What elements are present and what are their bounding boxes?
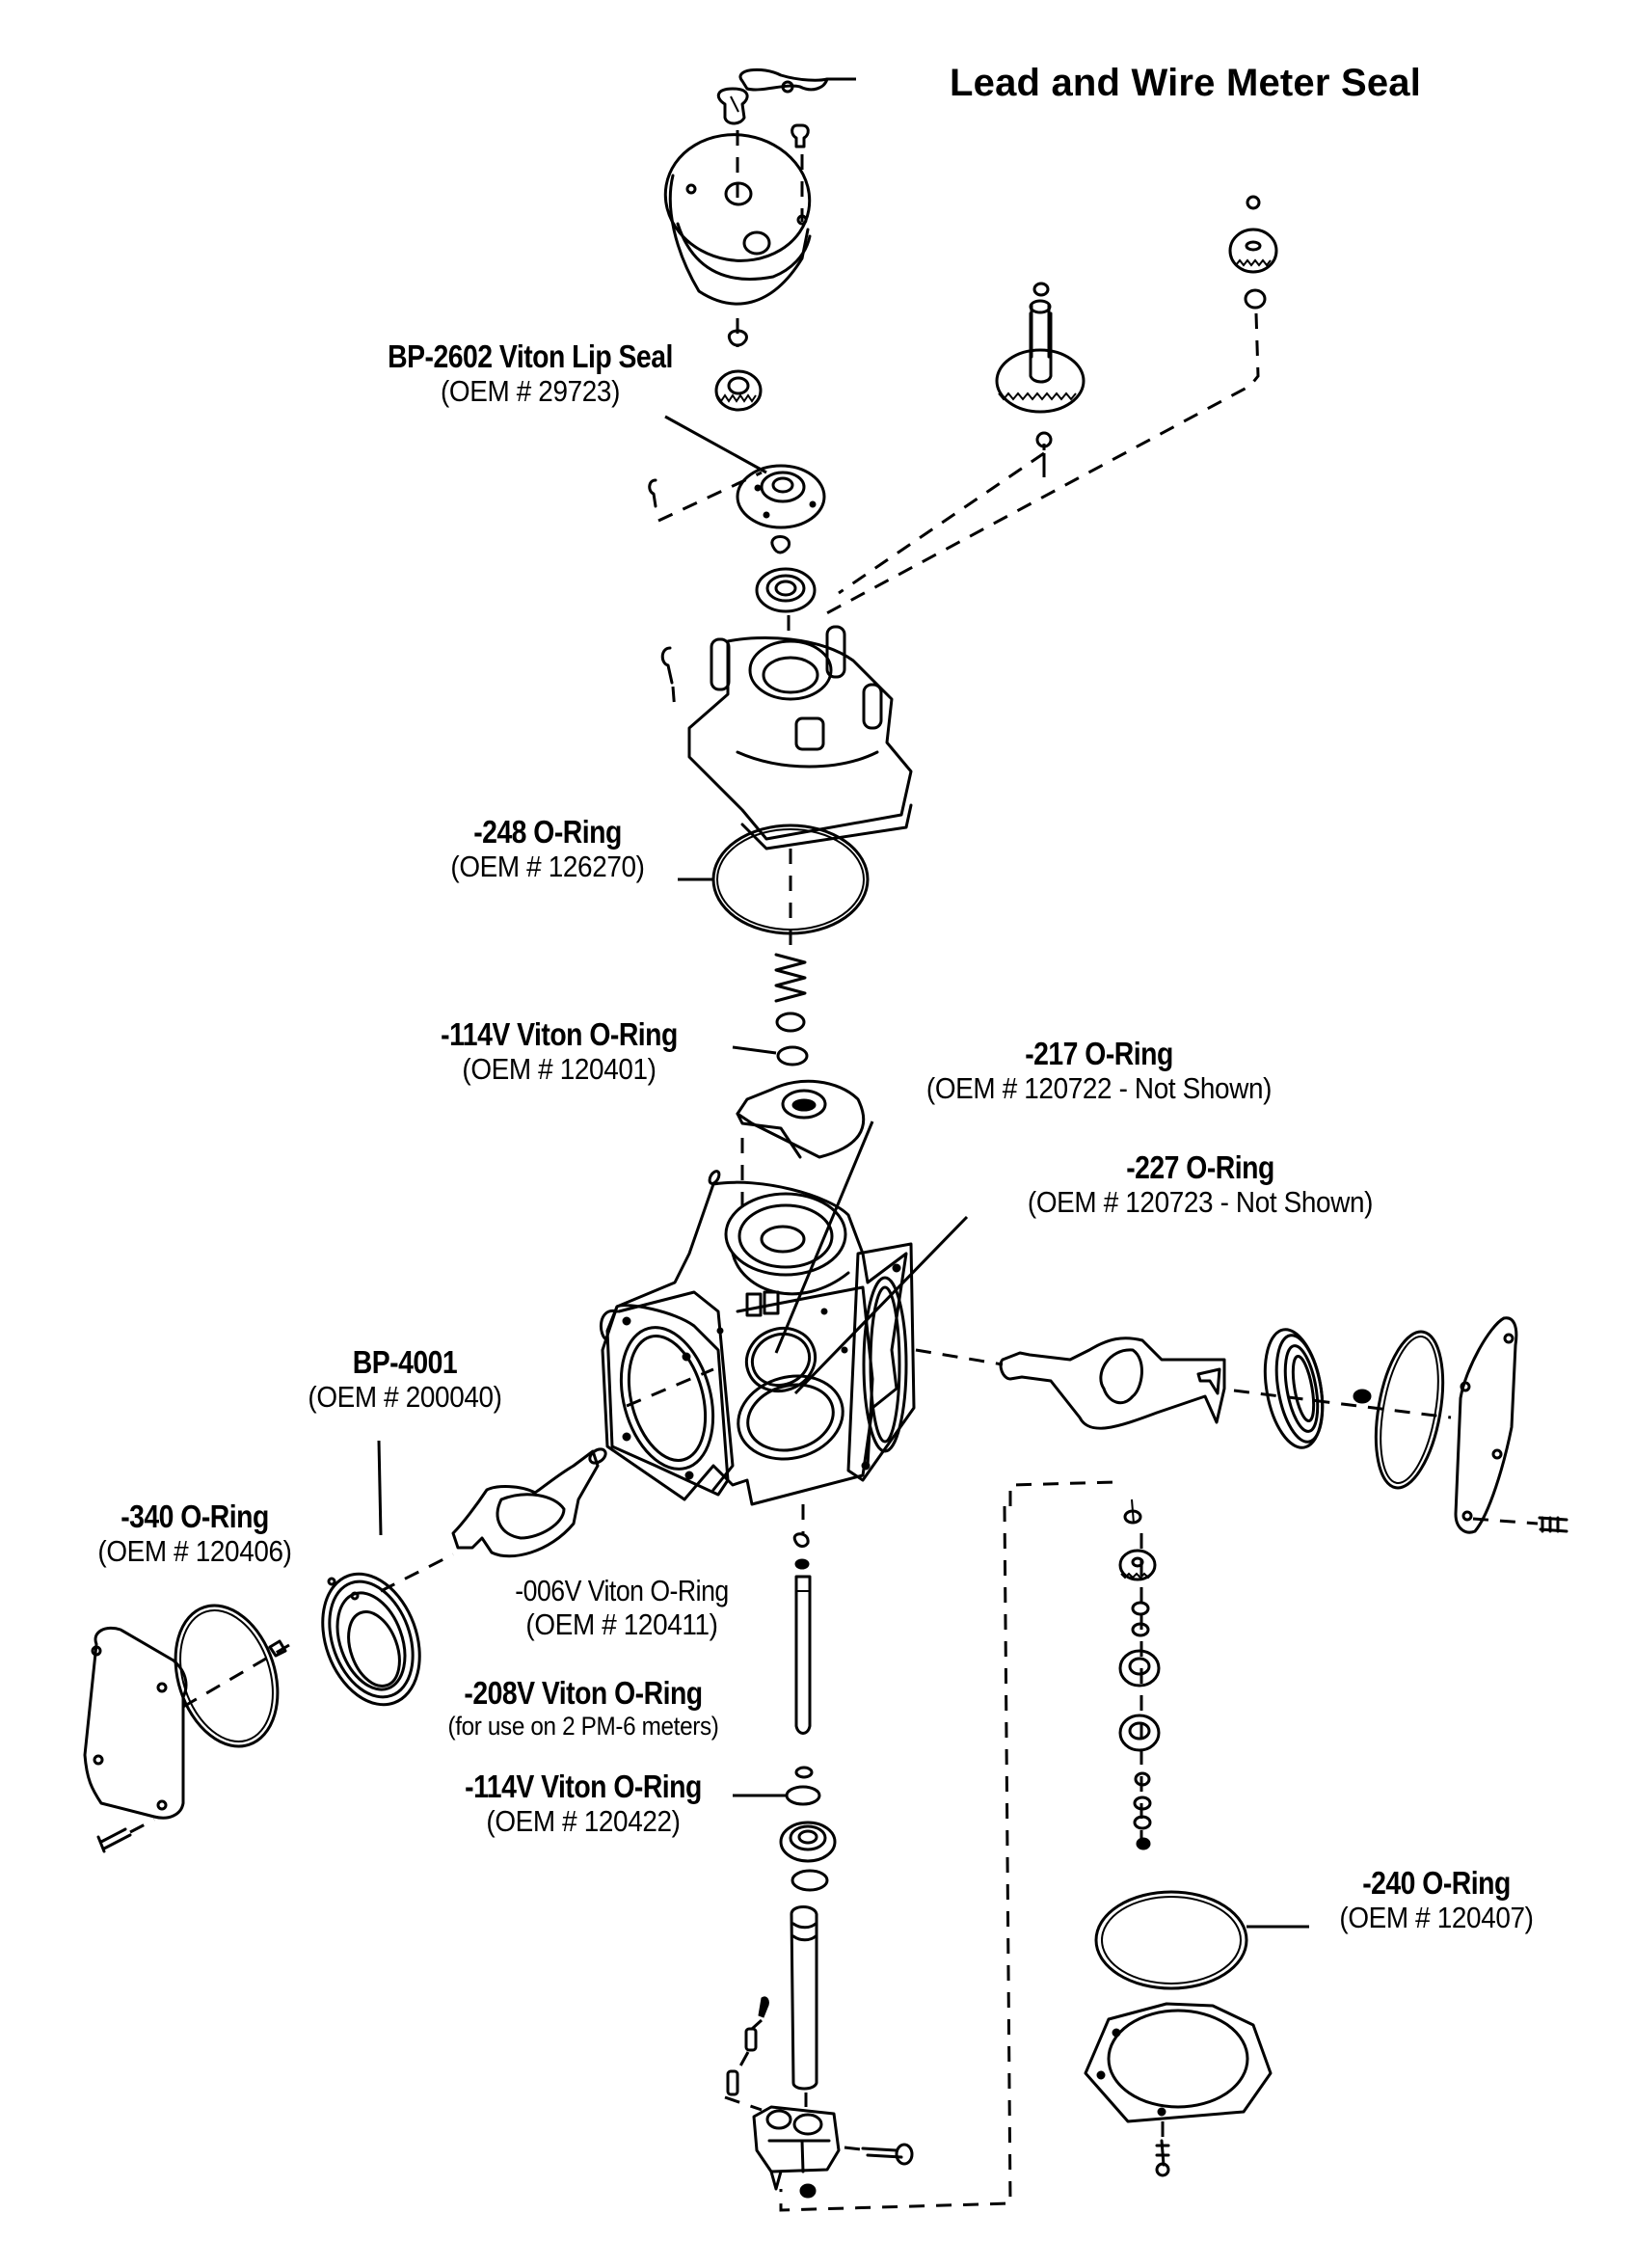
oring-208v-note: (for use on 2 PM-6 meters) [447, 1711, 719, 1741]
oring-114v-top-callout: -114V Viton O-Ring (OEM # 120401) [400, 1016, 718, 1087]
oring-248-callout: -248 O-Ring (OEM # 126270) [413, 814, 683, 884]
pin-part [708, 1170, 721, 1185]
oring-240-title: -240 O-Ring [1362, 1865, 1511, 1901]
snap-ring-part [770, 535, 791, 554]
oring-114v-bottom-oem: (OEM # 120422) [486, 1803, 681, 1838]
right-diaphragm-part [1263, 1328, 1325, 1449]
lead-wire-seal-label: Lead and Wire Meter Seal [950, 62, 1422, 104]
washer-part [794, 1558, 810, 1570]
oring-248-title: -248 O-Ring [473, 814, 622, 850]
washer-part [791, 1869, 829, 1892]
screw-part [1353, 1389, 1372, 1404]
drive-screw-part [861, 2143, 914, 2166]
axis-line [182, 1643, 290, 1709]
oring-114v-top-leader [732, 1045, 777, 1055]
small-gear-part [714, 369, 763, 412]
lip-seal-oem: (OEM # 29723) [440, 373, 621, 408]
screw-part [268, 1639, 287, 1658]
oring-114v-bottom-part [785, 1785, 821, 1806]
axis-line [818, 312, 1260, 619]
oring-208v-callout: -208V Viton O-Ring (for use on 2 PM-6 me… [400, 1675, 766, 1741]
oring-006v-callout: -006V Viton O-Ring (OEM # 120411) [463, 1574, 781, 1641]
lip-seal-callout: BP-2602 Viton Lip Seal (OEM # 29723) [337, 338, 723, 409]
knurled-cap-part [716, 87, 749, 125]
screw-part [1538, 1516, 1568, 1533]
axis-line [671, 686, 677, 713]
register-cover-part [663, 133, 812, 306]
axis-line [1233, 1389, 1539, 1526]
oring-114v-bottom-title: -114V Viton O-Ring [465, 1768, 702, 1804]
axis-line [657, 471, 763, 523]
gear-train-routing-line [779, 1480, 1117, 2212]
oring-114v-top-part [776, 1045, 809, 1066]
left-linkage-part [451, 1447, 607, 1558]
oring-208v-part [794, 1766, 814, 1779]
oring-114v-top-oem: (OEM # 120401) [462, 1051, 657, 1086]
lower-bearing-part [779, 1821, 837, 1863]
right-linkage-part [999, 1336, 1226, 1430]
oring-240-oem: (OEM # 120407) [1339, 1900, 1534, 1934]
lip-seal-leader [664, 415, 767, 474]
oring-340-callout: -340 O-Ring (OEM # 120406) [60, 1498, 330, 1569]
oring-217-oem: (OEM # 120722 - Not Shown) [925, 1070, 1273, 1105]
oring-006v-oem: (OEM # 120411) [525, 1606, 718, 1641]
screw-part [660, 646, 674, 685]
washer-part [775, 1012, 806, 1033]
screw-part [648, 478, 657, 508]
bearing-part [755, 567, 817, 613]
axis-line [129, 1818, 155, 1834]
screw-part [1155, 2139, 1170, 2177]
right-gear-stack-part [1118, 1498, 1161, 1850]
oring-217-leader [774, 1120, 874, 1354]
oring-240-part [1094, 1890, 1248, 1990]
screw-part [791, 123, 810, 148]
drive-shaft-part [794, 1575, 812, 1735]
cam-part [736, 1079, 866, 1159]
register-housing-part [687, 625, 913, 850]
oring-227-title: -227 O-Ring [1126, 1149, 1274, 1185]
oring-340-part [174, 1604, 280, 1748]
oring-114v-top-title: -114V Viton O-Ring [441, 1016, 678, 1052]
right-cover-plate-part [1454, 1316, 1518, 1534]
axis-line [844, 2146, 862, 2151]
nut-part [799, 2183, 817, 2199]
large-gear-shaft-part [995, 282, 1086, 414]
bp-4001-title: BP-4001 [352, 1344, 458, 1380]
idler-gear-part [1228, 195, 1278, 310]
lead-wire-seal-part [738, 68, 829, 94]
oring-217-title: -217 O-Ring [1025, 1036, 1173, 1071]
bp-4001-callout: BP-4001 (OEM # 200040) [265, 1344, 545, 1415]
snap-ring-part [792, 1532, 810, 1548]
left-cover-plate-part [83, 1626, 188, 1820]
oring-006v-title: -006V Viton O-Ring [515, 1574, 729, 1607]
bp-4001-leader [377, 1440, 383, 1536]
oring-227-oem: (OEM # 120723 - Not Shown) [1027, 1184, 1374, 1219]
bottom-cover-plate-part [1084, 2002, 1273, 2123]
oring-240-callout: -240 O-Ring (OEM # 120407) [1306, 1865, 1567, 1935]
bp-4001-oem: (OEM # 200040) [308, 1379, 502, 1414]
meter-body-part [599, 1180, 916, 1506]
oring-227-callout: -227 O-Ring (OEM # 120723 - Not Shown) [974, 1149, 1427, 1220]
small-fasteners-part [726, 1996, 769, 2096]
screw-part [96, 1827, 132, 1853]
oring-217-callout: -217 O-Ring (OEM # 120722 - Not Shown) [872, 1036, 1326, 1106]
oring-340-title: -340 O-Ring [121, 1498, 269, 1534]
lip-seal-plate-part [736, 464, 826, 529]
axis-line [380, 1552, 454, 1593]
oring-208v-title: -208V Viton O-Ring [464, 1675, 703, 1711]
oring-340-oem: (OEM # 120406) [97, 1533, 292, 1568]
oring-227-leader [793, 1215, 969, 1395]
oring-248-oem: (OEM # 126270) [450, 849, 645, 883]
spring-part [774, 953, 807, 1003]
bp-4001-part [321, 1572, 421, 1707]
axis-line [915, 1348, 1004, 1366]
lower-shaft-part [790, 1905, 818, 2091]
drive-block-part [752, 2105, 841, 2191]
lip-seal-title: BP-2602 Viton Lip Seal [388, 338, 673, 374]
axis-line [724, 2018, 764, 2112]
axis-line [838, 444, 1046, 595]
snap-ring-part [727, 329, 748, 347]
oring-114v-bottom-callout: -114V Viton O-Ring (OEM # 120422) [424, 1768, 742, 1839]
